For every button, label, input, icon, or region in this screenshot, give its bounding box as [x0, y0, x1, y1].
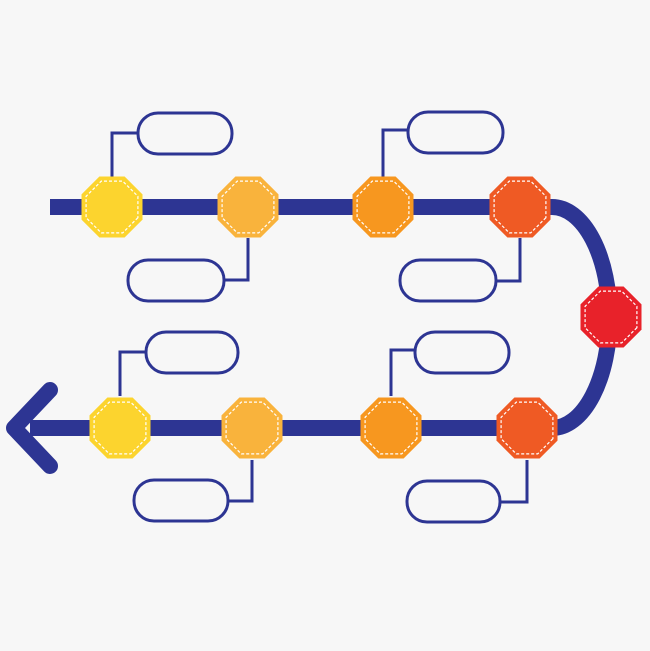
octagon-stitch: [584, 290, 638, 344]
octagon-stitch: [221, 180, 275, 234]
connector-bottom-4: [118, 350, 146, 396]
label-box-bottom-2: [413, 330, 511, 375]
octagon-stitch: [500, 401, 554, 455]
octagon-fill: [89, 397, 151, 459]
step-node-turn: [580, 286, 642, 348]
octagon-fill: [81, 176, 143, 238]
connector-bottom-1: [500, 460, 529, 504]
octagon-fill: [496, 397, 558, 459]
octagon-fill: [489, 176, 551, 238]
octagon-fill: [580, 286, 642, 348]
step-node-bottom-1: [496, 397, 558, 459]
step-node-bottom-4: [89, 397, 151, 459]
step-node-bottom-2: [360, 397, 422, 459]
connector-top-4: [496, 238, 522, 283]
step-node-top-4: [489, 176, 551, 238]
octagon-stitch: [364, 401, 418, 455]
octagon-stitch: [493, 180, 547, 234]
octagon-fill: [352, 176, 414, 238]
label-box-bottom-1: [405, 479, 502, 524]
connector-top-1: [110, 131, 138, 178]
label-box-top-3: [406, 110, 505, 155]
octagon-stitch: [85, 180, 139, 234]
octagon-stitch: [356, 180, 410, 234]
step-node-top-2: [217, 176, 279, 238]
label-box-top-1: [136, 111, 234, 156]
octagon-stitch: [225, 401, 279, 455]
step-node-top-1: [81, 176, 143, 238]
connector-top-3: [381, 128, 408, 178]
connector-top-2: [224, 238, 250, 282]
octagon-fill: [221, 397, 283, 459]
connector-bottom-3: [228, 460, 254, 503]
octagon-stitch: [93, 401, 147, 455]
step-node-bottom-3: [221, 397, 283, 459]
label-box-top-2: [126, 258, 226, 303]
connector-bottom-2: [389, 348, 415, 396]
step-node-top-3: [352, 176, 414, 238]
label-box-bottom-4: [144, 330, 240, 375]
label-box-bottom-3: [132, 478, 230, 523]
label-box-top-4: [398, 258, 498, 303]
step-nodes: [81, 176, 642, 459]
octagon-fill: [217, 176, 279, 238]
arrow-left-icon: [6, 382, 58, 474]
octagon-fill: [360, 397, 422, 459]
